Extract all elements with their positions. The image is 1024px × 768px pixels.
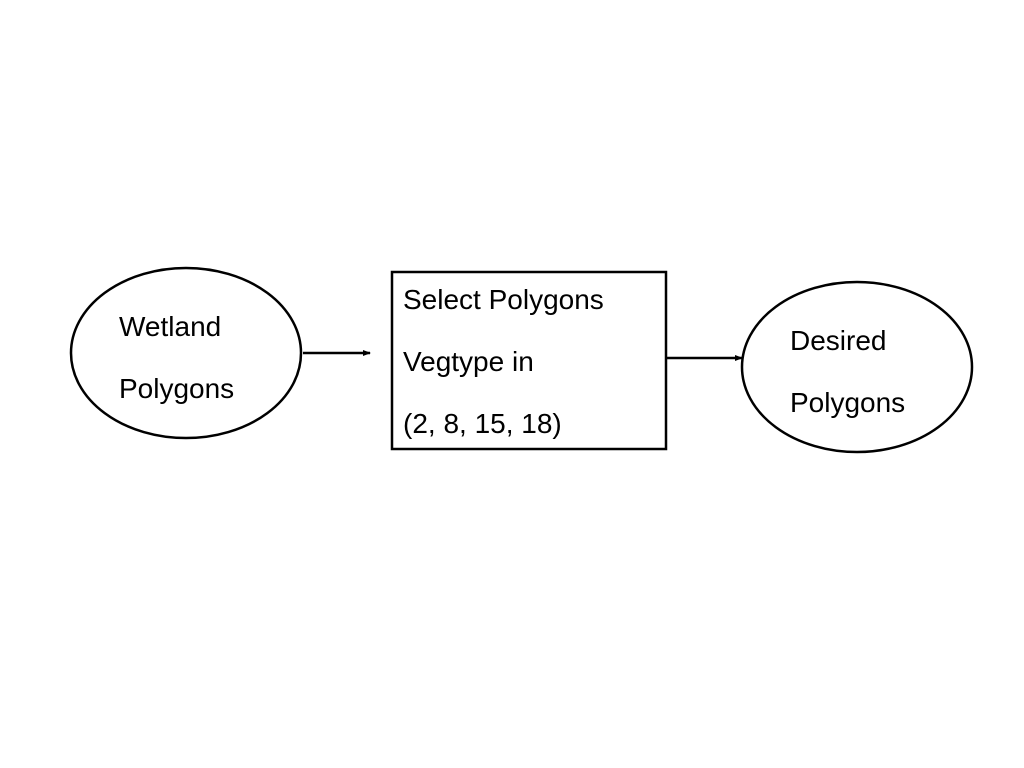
process-node-line1: Select Polygons: [403, 284, 604, 315]
output-ellipse: [740, 280, 974, 454]
output-node-line1: Desired: [790, 325, 887, 356]
process-node-line3: (2, 8, 15, 18): [403, 408, 562, 439]
input-node-line2: Polygons: [119, 373, 235, 404]
input-node-label: Wetland Polygons: [119, 296, 234, 420]
process-node-line2: Vegtype in: [403, 346, 534, 377]
output-node-line2: Polygons: [790, 387, 906, 418]
input-node-line1: Wetland: [119, 311, 222, 342]
input-ellipse: [69, 266, 303, 440]
process-node-label: Select Polygons Vegtype in (2, 8, 15, 18…: [403, 269, 604, 455]
process-box: [390, 270, 668, 451]
output-node-label: Desired Polygons: [790, 310, 905, 434]
